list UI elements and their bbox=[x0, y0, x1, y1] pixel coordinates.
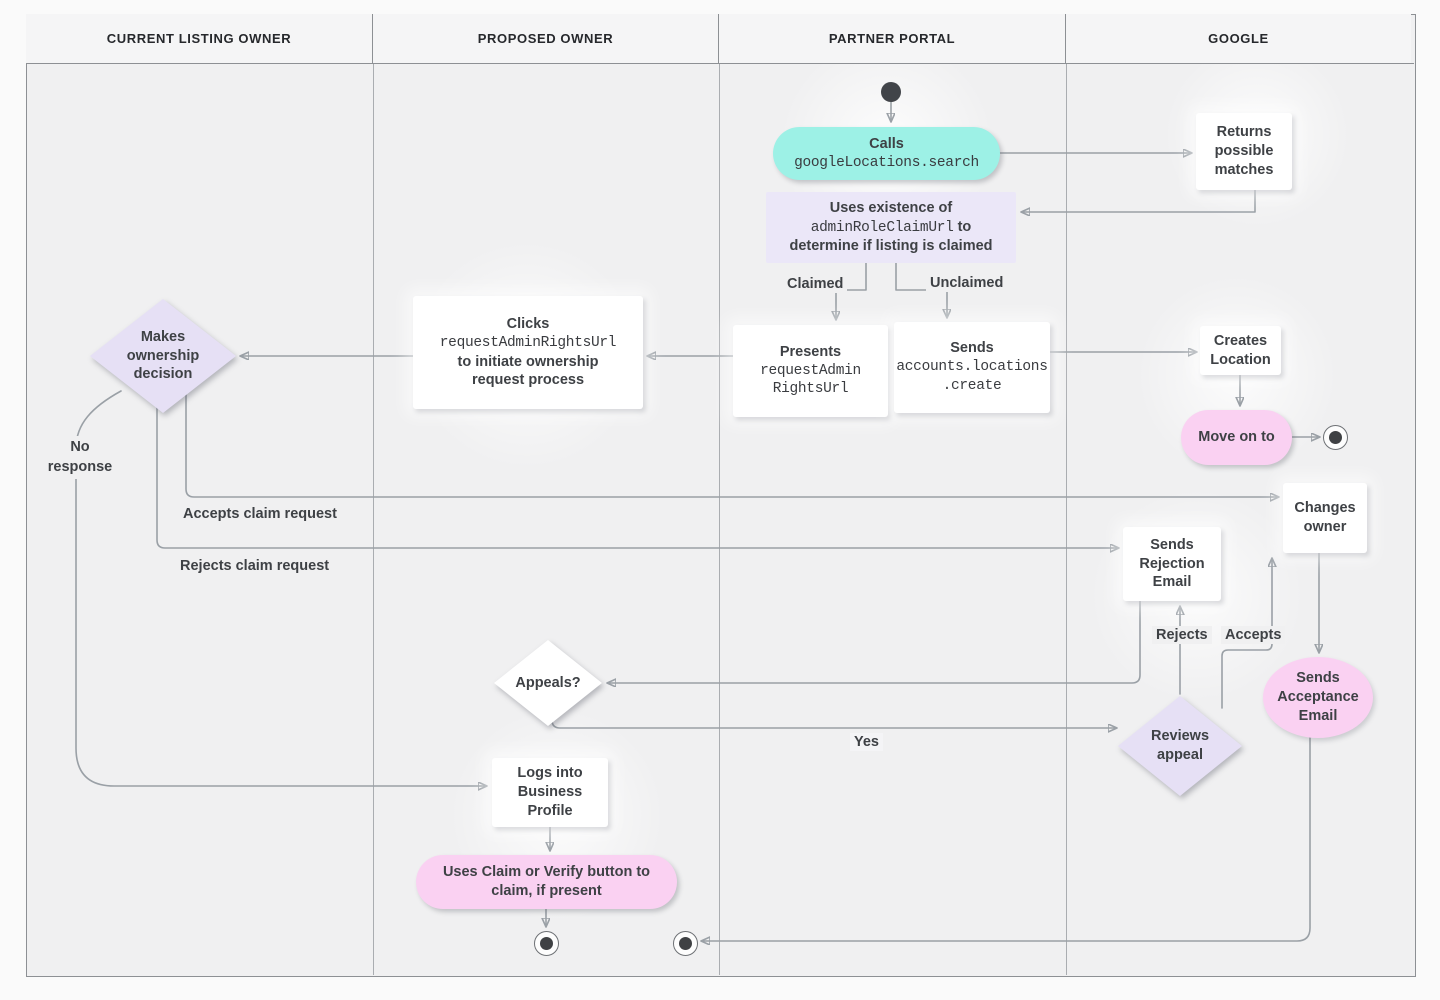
api-field-name: requestAdminRightsUrl bbox=[439, 334, 617, 351]
lane-title: PROPOSED OWNER bbox=[477, 31, 614, 46]
note-word: to bbox=[957, 218, 972, 235]
start-node bbox=[881, 82, 901, 102]
node-label: Reviews appeal bbox=[1150, 728, 1210, 763]
lane-header-partner-portal: PARTNER PORTAL bbox=[719, 14, 1066, 63]
node-makes-ownership-decision: Makes ownership decision bbox=[90, 299, 236, 413]
node-title: Clicks bbox=[506, 315, 550, 332]
node-line: request process bbox=[471, 372, 585, 389]
node-label: Makes ownership decision bbox=[126, 328, 200, 383]
node-sends-accounts-locations-create: Sends accounts.locations .create bbox=[894, 322, 1050, 413]
node-returns-possible-matches: Returns possible matches bbox=[1196, 113, 1292, 190]
note-line: adminRoleClaimUrl to bbox=[811, 218, 972, 238]
node-title: Sends bbox=[950, 340, 994, 357]
node-logs-into-business-profile: Logs into Business Profile bbox=[492, 758, 608, 827]
end-node bbox=[534, 931, 559, 956]
node-label: Uses Claim or Verify button to claim, if… bbox=[442, 864, 651, 899]
node-changes-owner: Changes owner bbox=[1283, 483, 1367, 553]
node-label: Logs into Business Profile bbox=[517, 765, 583, 819]
node-calls-googlelocations-search: Calls googleLocations.search bbox=[773, 127, 1000, 180]
node-creates-location: Creates Location bbox=[1200, 326, 1281, 375]
api-field-name: requestAdmin bbox=[760, 362, 861, 379]
note-line: Uses existence of bbox=[829, 199, 953, 216]
api-method-name: accounts.locations bbox=[896, 359, 1048, 376]
edge-label-unclaimed: Unclaimed bbox=[926, 274, 1008, 292]
node-reviews-appeal-decision: Reviews appeal bbox=[1118, 696, 1242, 796]
lane-divider bbox=[373, 64, 374, 975]
edge-label-no-response: No response bbox=[38, 436, 122, 479]
edge-label-accepts-claim-request: Accepts claim request bbox=[179, 505, 341, 523]
node-label: Changes owner bbox=[1294, 500, 1356, 535]
edge-label-claimed: Claimed bbox=[783, 275, 848, 293]
node-clicks-requestadminrightsurl: Clicks requestAdminRightsUrl to initiate… bbox=[413, 296, 643, 409]
api-field-name: RightsUrl bbox=[772, 381, 849, 398]
edge-label-rejects-claim-request: Rejects claim request bbox=[176, 557, 334, 575]
end-node bbox=[673, 931, 698, 956]
node-label: Sends Rejection Email bbox=[1139, 536, 1205, 591]
end-node bbox=[1323, 425, 1348, 450]
lane-title: GOOGLE bbox=[1208, 31, 1269, 46]
lane-divider bbox=[719, 64, 720, 975]
node-claim-check-note: Uses existence of adminRoleClaimUrl to d… bbox=[766, 192, 1016, 263]
lane-header-proposed-owner: PROPOSED OWNER bbox=[373, 14, 719, 63]
node-label: Appeals? bbox=[515, 674, 581, 691]
node-sends-acceptance-email: Sends Acceptance Email bbox=[1263, 657, 1373, 738]
api-method-name: .create bbox=[942, 377, 1002, 394]
note-line: determine if listing is claimed bbox=[789, 238, 993, 255]
lane-header-row: CURRENT LISTING OWNER PROPOSED OWNER PAR… bbox=[26, 14, 1414, 64]
node-title: Presents bbox=[779, 343, 842, 360]
node-title: Calls bbox=[869, 135, 904, 152]
lane-header-current-listing-owner: CURRENT LISTING OWNER bbox=[26, 14, 373, 63]
lane-divider bbox=[1066, 64, 1067, 975]
node-label: Creates Location bbox=[1210, 332, 1271, 368]
api-field-name: adminRoleClaimUrl bbox=[810, 219, 954, 236]
edge-label-yes: Yes bbox=[850, 733, 883, 751]
api-method-name: googleLocations.search bbox=[794, 154, 979, 171]
node-label: Sends Acceptance Email bbox=[1277, 670, 1359, 724]
lane-title: PARTNER PORTAL bbox=[828, 31, 956, 46]
diamond-shape: Makes ownership decision bbox=[90, 299, 236, 413]
edge-label-accepts: Accepts bbox=[1221, 626, 1286, 644]
lane-header-google: GOOGLE bbox=[1066, 14, 1411, 63]
node-label: Returns possible matches bbox=[1214, 124, 1274, 178]
edge-label-rejects: Rejects bbox=[1152, 626, 1212, 644]
node-sends-rejection-email: Sends Rejection Email bbox=[1123, 527, 1221, 601]
node-label: Move on to bbox=[1198, 429, 1275, 446]
lane-title: CURRENT LISTING OWNER bbox=[106, 31, 292, 46]
node-move-on-to: Move on to bbox=[1181, 410, 1292, 465]
node-presents-requestadminrightsurl: Presents requestAdmin RightsUrl bbox=[733, 325, 888, 417]
diamond-shape: Appeals? bbox=[494, 640, 602, 726]
node-uses-claim-or-verify: Uses Claim or Verify button to claim, if… bbox=[416, 855, 677, 909]
diamond-shape: Reviews appeal bbox=[1118, 696, 1242, 796]
node-line: to initiate ownership bbox=[457, 353, 599, 370]
node-appeals-decision: Appeals? bbox=[494, 640, 602, 726]
